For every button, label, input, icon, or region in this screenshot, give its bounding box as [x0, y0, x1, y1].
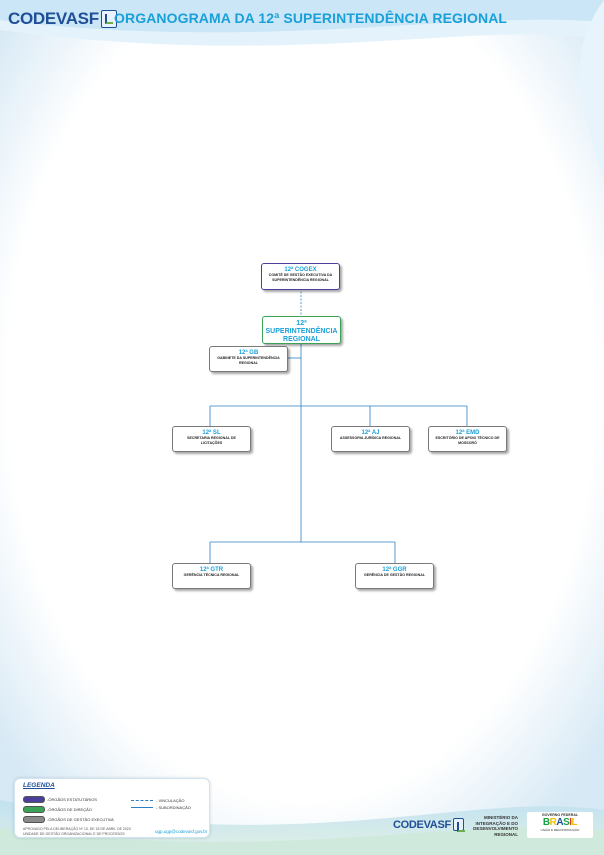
org-box-sl: 12ª SL SECRETARIA REGIONAL DE LICITAÇÕES: [172, 426, 251, 452]
codevasf-logo: CODEVASF: [8, 8, 117, 30]
org-box-aj: 12ª AJ ASSESSORIA JURÍDICA REGIONAL: [331, 426, 410, 452]
direction-swatch: [23, 806, 45, 813]
org-code: 12ª COGEX: [284, 267, 317, 273]
legend-statutory: -ÓRGÃOS ESTATUTÁRIOS: [23, 796, 97, 803]
statutory-swatch: [23, 796, 45, 803]
org-code: 12ª GTR: [199, 567, 224, 573]
org-code: 12ª SUPERINTENDÊNCIA REGIONAL: [265, 320, 338, 343]
org-name: GERÊNCIA TÉCNICA REGIONAL: [183, 573, 240, 577]
org-code: 12ª GGR: [382, 567, 407, 573]
contact-email[interactable]: ugp.ugp@codevasf.gov.br: [155, 829, 208, 834]
org-box-ggr: 12ª GGR GERÊNCIA DE GESTÃO REGIONAL: [355, 563, 434, 589]
legend-link-label: - VINCULAÇÃO: [156, 798, 185, 803]
logo-text: CODEVASF: [8, 9, 99, 28]
solid-line-icon: [131, 807, 153, 808]
approval-line-1: APROVADO PELA DELIBERAÇÃO Nº 15, DE 18 D…: [23, 827, 131, 831]
org-name: ESCRITÓRIO DE APOIO TÉCNICO DE MOSSORÓ: [435, 436, 500, 445]
org-code: 12ª SL: [202, 430, 221, 436]
codevasf-mark-icon: [452, 818, 465, 832]
approval-note: APROVADO PELA DELIBERAÇÃO Nº 15, DE 18 D…: [23, 827, 131, 836]
org-name: GERÊNCIA DE GESTÃO REGIONAL: [364, 573, 425, 577]
executive-swatch: [23, 816, 45, 823]
header: CODEVASF ORGANOGRAMA DA 12ª SUPERINTENDÊ…: [0, 0, 604, 40]
dashed-line-icon: [131, 800, 153, 801]
approval-line-2: UNIDADE DE GESTÃO ORGANIZACIONAL E DE PR…: [23, 831, 125, 836]
org-name: GABINETE DA SUPERINTENDÊNCIA REGIONAL: [217, 356, 280, 365]
legend-statutory-label: -ÓRGÃOS ESTATUTÁRIOS: [47, 797, 98, 802]
legend-executive: -ÓRGÃOS DE GESTÃO EXECUTIVA: [23, 816, 114, 823]
legend-executive-label: -ÓRGÃOS DE GESTÃO EXECUTIVA: [47, 817, 114, 822]
gov-title: GOVERNO FEDERAL: [541, 813, 579, 817]
page-title: ORGANOGRAMA DA 12ª SUPERINTENDÊNCIA REGI…: [114, 10, 508, 26]
org-box-gtr: 12ª GTR GERÊNCIA TÉCNICA REGIONAL: [172, 563, 251, 589]
gov-subtitle: UNIÃO E RECONSTRUÇÃO: [540, 828, 580, 832]
ministry-name: MINISTÉRIO DA INTEGRAÇÃO E DO DESENVOLVI…: [473, 815, 518, 837]
org-name: SECRETARIA REGIONAL DE LICITAÇÕES: [187, 436, 236, 445]
org-name: COMITÊ DE GESTÃO EXECUTIVA DA SUPERINTEN…: [268, 273, 333, 282]
gov-word: BRASIL: [542, 817, 578, 828]
legend: LEGENDA -ÓRGÃOS ESTATUTÁRIOS -ÓRGÃOS DE …: [14, 778, 210, 838]
codevasf-mark-icon: [100, 10, 117, 28]
org-code: 12ª GB: [238, 350, 259, 356]
org-code: 12ª EMD: [455, 430, 480, 436]
org-box-emd: 12ª EMD ESCRITÓRIO DE APOIO TÉCNICO DE M…: [428, 426, 507, 452]
org-name: ASSESSORIA JURÍDICA REGIONAL: [339, 436, 402, 440]
legend-subordination-label: - SUBORDINAÇÃO: [156, 805, 191, 810]
legend-direction: -ÓRGÃOS DE DIREÇÃO: [23, 806, 92, 813]
org-box-cogex: 12ª COGEX COMITÊ DE GESTÃO EXECUTIVA DA …: [261, 263, 340, 290]
governo-federal-logo: GOVERNO FEDERAL BRASIL UNIÃO E RECONSTRU…: [527, 812, 593, 838]
footer-codevasf-logo: CODEVASF: [393, 818, 465, 832]
org-code: 12ª AJ: [361, 430, 380, 436]
footer-logo-text: CODEVASF: [393, 818, 451, 831]
org-box-superintendencia: 12ª SUPERINTENDÊNCIA REGIONAL: [262, 316, 341, 344]
legend-link: - VINCULAÇÃO: [131, 798, 184, 803]
org-box-gb: 12ª GB GABINETE DA SUPERINTENDÊNCIA REGI…: [209, 346, 288, 372]
legend-subordination: - SUBORDINAÇÃO: [131, 805, 191, 810]
legend-title: LEGENDA: [23, 782, 55, 789]
legend-direction-label: -ÓRGÃOS DE DIREÇÃO: [47, 807, 92, 812]
